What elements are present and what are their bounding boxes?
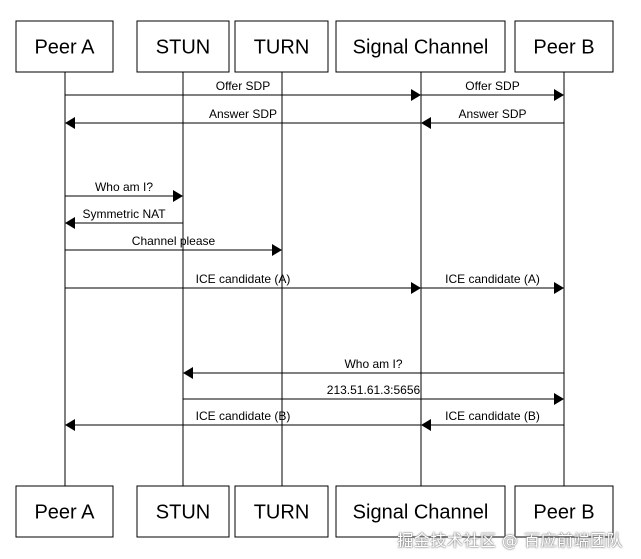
message-label: ICE candidate (B) — [445, 409, 540, 423]
message-label: ICE candidate (A) — [445, 272, 540, 286]
participant-box — [136, 485, 230, 538]
participant-label: Signal Channel — [353, 37, 489, 59]
participant-signal-top: Signal Channel — [335, 20, 506, 73]
participant-box — [234, 20, 329, 73]
message-arrow: 213.51.61.3:5656 — [183, 383, 564, 405]
message-label: Offer SDP — [216, 79, 270, 93]
message-label: ICE candidate (B) — [196, 409, 291, 423]
participant-label: Peer A — [34, 37, 95, 59]
message-label: Answer SDP — [209, 107, 277, 121]
participant-peer-b-top: Peer B — [514, 20, 614, 73]
message-label: Answer SDP — [458, 107, 526, 121]
participant-label: Peer B — [533, 502, 594, 524]
participant-label: Peer B — [533, 37, 594, 59]
participant-label: TURN — [254, 37, 310, 59]
message-arrow: Offer SDP — [65, 79, 421, 101]
participant-label: TURN — [254, 502, 310, 524]
message-label: Symmetric NAT — [82, 207, 166, 221]
participant-turn-bottom: TURN — [234, 485, 329, 538]
arrowhead-icon — [65, 217, 75, 229]
message-arrow: ICE candidate (A) — [65, 272, 421, 294]
message-arrow: Channel please — [65, 234, 282, 256]
participant-box — [335, 20, 506, 73]
participant-stun-bottom: STUN — [136, 485, 230, 538]
message-label: Who am I? — [344, 357, 402, 371]
arrowhead-icon — [272, 244, 282, 256]
participant-signal-bottom: Signal Channel — [335, 485, 506, 538]
message-arrow: Who am I? — [65, 180, 183, 202]
message-arrow: Symmetric NAT — [65, 207, 183, 229]
arrowhead-icon — [554, 393, 564, 405]
message-label: Who am I? — [95, 180, 153, 194]
participant-peer-a-bottom: Peer A — [15, 485, 114, 538]
participant-box — [514, 485, 614, 538]
participant-label: Peer A — [34, 502, 95, 524]
message-arrow: Offer SDP — [421, 79, 564, 101]
arrowhead-icon — [554, 282, 564, 294]
arrowhead-icon — [173, 190, 183, 202]
message-arrow: ICE candidate (B) — [421, 409, 564, 431]
message-arrow: Answer SDP — [421, 107, 564, 129]
participant-label: STUN — [156, 37, 210, 59]
participant-box — [15, 20, 114, 73]
arrowhead-icon — [554, 89, 564, 101]
message-arrow: Answer SDP — [65, 107, 421, 129]
message-label: 213.51.61.3:5656 — [327, 383, 421, 397]
message-label: Offer SDP — [465, 79, 519, 93]
message-arrow: ICE candidate (B) — [65, 409, 421, 431]
message-label: ICE candidate (A) — [196, 272, 291, 286]
arrowhead-icon — [421, 117, 431, 129]
participant-label: Signal Channel — [353, 502, 489, 524]
participant-peer-b-bottom: Peer B — [514, 485, 614, 538]
participant-stun-top: STUN — [136, 20, 230, 73]
participant-turn-top: TURN — [234, 20, 329, 73]
message-arrow: ICE candidate (A) — [421, 272, 564, 294]
arrowhead-icon — [411, 89, 421, 101]
watermark: 掘金技术社区 @ 百应前端团队 — [397, 531, 623, 550]
participant-box — [514, 20, 614, 73]
participant-box — [136, 20, 230, 73]
message-arrow: Who am I? — [183, 357, 564, 379]
participant-box — [15, 485, 114, 538]
participant-box — [234, 485, 329, 538]
arrowhead-icon — [421, 419, 431, 431]
message-label: Channel please — [132, 234, 216, 248]
participant-box — [335, 485, 506, 538]
arrowhead-icon — [65, 419, 75, 431]
arrowhead-icon — [411, 282, 421, 294]
arrowhead-icon — [65, 117, 75, 129]
participant-peer-a-top: Peer A — [15, 20, 114, 73]
arrowhead-icon — [183, 367, 193, 379]
participant-label: STUN — [156, 502, 210, 524]
